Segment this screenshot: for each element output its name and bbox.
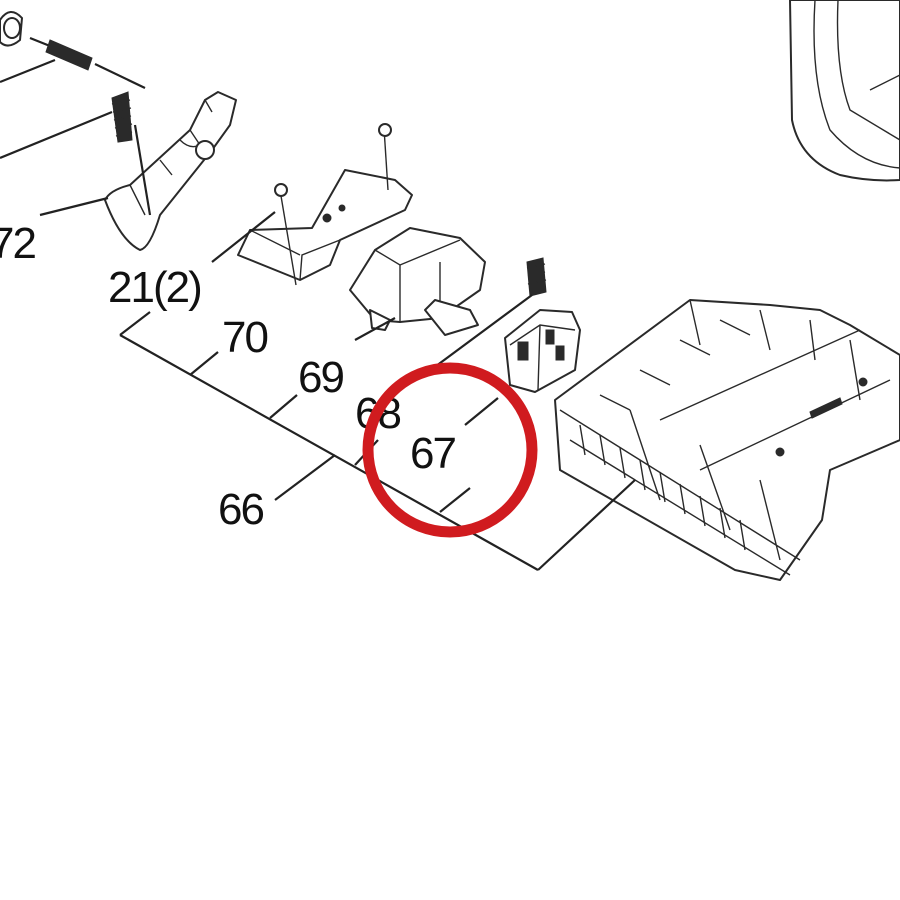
label-part-66: 66 xyxy=(218,485,263,534)
part-trigger-lever xyxy=(0,91,237,251)
highlight-circle xyxy=(362,362,538,538)
part-switch-housing xyxy=(349,227,486,341)
label-part-72: 72 xyxy=(0,219,35,268)
part-small-switch xyxy=(427,257,581,393)
label-part-21: 21(2) xyxy=(108,263,201,312)
part-housing-top-right xyxy=(789,0,900,182)
part-base-frame xyxy=(554,299,900,581)
label-part-67: 67 xyxy=(410,429,455,478)
part-plate xyxy=(211,123,413,286)
label-part-70: 70 xyxy=(222,313,267,362)
label-part-69: 69 xyxy=(298,353,343,402)
part-spring-top-left xyxy=(0,11,146,89)
